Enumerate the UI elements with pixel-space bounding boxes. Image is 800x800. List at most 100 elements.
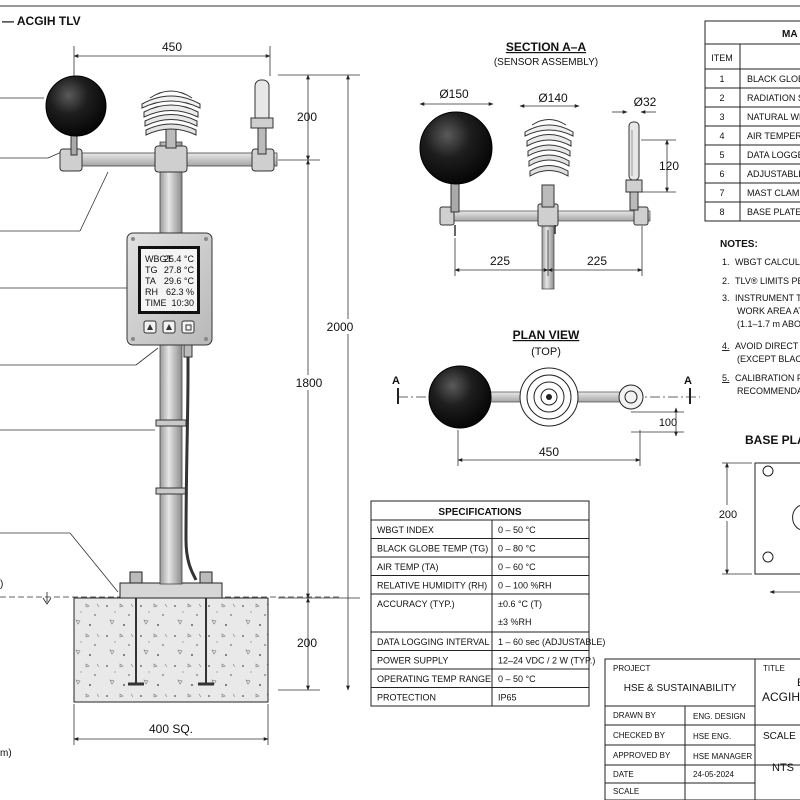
spec-label: OPERATING TEMP RANGE [377,674,491,684]
svg-text:Ø140: Ø140 [538,91,568,105]
logger-button-3[interactable] [181,320,195,334]
note-line: INSTRUMENT TO [735,293,800,303]
materials-item-text: DATA LOGGE [747,150,800,160]
spec-value: 0 – 50 °C [498,674,536,684]
materials-item-text: BLACK GLOB [747,74,800,84]
spec-label: DATA LOGGING INTERVAL [377,637,489,647]
spec-label: POWER SUPPLY [377,656,448,666]
left-note-paren: ) [0,579,3,590]
lcd-label: TG [145,265,158,275]
spec-value: 0 – 80 °C [498,544,536,554]
note-line: WORK AREA AT [737,306,800,316]
section-subtitle: (SENSOR ASSEMBLY) [494,57,598,68]
materials-item-text: AIR TEMPERA [747,131,800,141]
lcd-value: 10:30 [171,298,194,308]
approved-by-label: APPROVED BY [613,751,671,760]
lcd-value: 62.3 % [166,287,194,297]
materials-header-item: ITEM [711,53,733,63]
section-globe [419,111,493,185]
scale-label: SCALE [763,731,796,742]
note-number: 5. [722,373,730,383]
lcd-value: 25.4 °C [164,254,195,264]
lcd-screen [141,249,197,311]
materials-item-num: 6 [719,169,724,179]
svg-text:Ø32: Ø32 [634,95,657,109]
checked-by-label: CHECKED BY [613,731,666,740]
note-number: 2. [722,276,730,286]
svg-text:Ø150: Ø150 [439,87,469,101]
callout-leaders [0,97,159,593]
svg-text:450: 450 [539,445,559,459]
plan-globe [428,365,492,429]
note-number: 1. [722,257,730,267]
lcd-value: 29.6 °C [164,276,195,286]
plan-title: PLAN VIEW [513,328,580,342]
svg-text:225: 225 [587,254,607,268]
svg-text:1800: 1800 [296,376,323,390]
note-line: CALIBRATION P [735,373,800,383]
specs-title: SPECIFICATIONS [438,507,521,518]
scale-label-2: SCALE [613,787,639,796]
svg-text:120: 120 [659,159,679,173]
specifications-table: SPECIFICATIONS WBGT INDEX 0 – 50 °C BLACK … [370,500,605,707]
spec-label: AIR TEMP (TA) [377,562,439,572]
note-line: (EXCEPT BLACK [737,354,800,364]
mast-pole [159,141,183,585]
spec-value: 12–24 VDC / 2 W (TYP.) [498,656,595,666]
materials-item-num: 3 [719,112,724,122]
spec-label: BLACK GLOBE TEMP (TG) [377,544,488,554]
materials-item-text: BASE PLATE [747,207,800,217]
radiation-shield [141,90,201,149]
notes-title: NOTES: [720,239,758,250]
dim-footing-size: 400 SQ. [73,704,269,745]
date-label: DATE [613,770,634,779]
ground-arrow-icon [42,592,52,605]
spec-label: ACCURACY (TYP.) [377,599,455,609]
base-plate [119,582,223,599]
note-number: 3. [722,293,730,303]
materials-item-num: 8 [719,207,724,217]
materials-item-text: ADJUSTABLE [747,169,800,179]
note-line: AVOID DIRECT [735,341,799,351]
spec-value: 0 – 50 °C [498,525,536,535]
base-plate-view: BASE PLA 200 [714,433,800,594]
note-line: (1.1–1.7 m ABO [737,319,800,329]
materials-item-num: 1 [719,74,724,84]
plan-probe [618,384,644,410]
svg-text:400 SQ.: 400 SQ. [149,722,193,736]
plan-view: PLAN VIEW (TOP) A A 100 450 [392,328,700,466]
note-line: TLV® LIMITS PE [735,276,800,286]
svg-text:A: A [392,375,400,387]
black-globe [45,75,107,137]
scale-value: NTS [772,762,794,774]
svg-text:225: 225 [490,254,510,268]
title-label: TITLE [763,664,785,673]
spec-value: 1 – 60 sec (ADJUSTABLE) [498,637,605,647]
section-shield [524,119,574,208]
sensor-cable [184,355,198,581]
lcd-label: WBGT [145,254,172,264]
spec-label: RELATIVE HUMIDITY (RH) [377,581,487,591]
note-number: 4. [722,341,730,351]
note-line: WBGT CALCULA [735,257,800,267]
checked-by-value: HSE ENG. [693,732,731,741]
section-dims: Ø150 Ø140 Ø32 120 225 225 [419,87,679,276]
spec-value: IP65 [498,693,517,703]
drawing-title: — ACGIH TLV [2,14,81,28]
spec-label: PROTECTION [377,693,436,703]
concrete-footing [73,597,269,703]
title-frag2: ACGIH T [762,690,800,704]
drawn-by-value: ENG. DESIGN [693,712,746,721]
spec-label: WBGT INDEX [377,525,434,535]
dim-mast-width: 450 [73,40,271,76]
approved-by-value: HSE MANAGER [693,752,752,761]
materials-item-num: 2 [719,93,724,103]
project-value: HSE & SUSTAINABILITY [624,683,737,694]
lcd-label: TIME [145,298,167,308]
plan-subtitle: (TOP) [531,346,561,358]
lcd-label: RH [145,287,158,297]
date-value: 24-05-2024 [693,770,734,779]
